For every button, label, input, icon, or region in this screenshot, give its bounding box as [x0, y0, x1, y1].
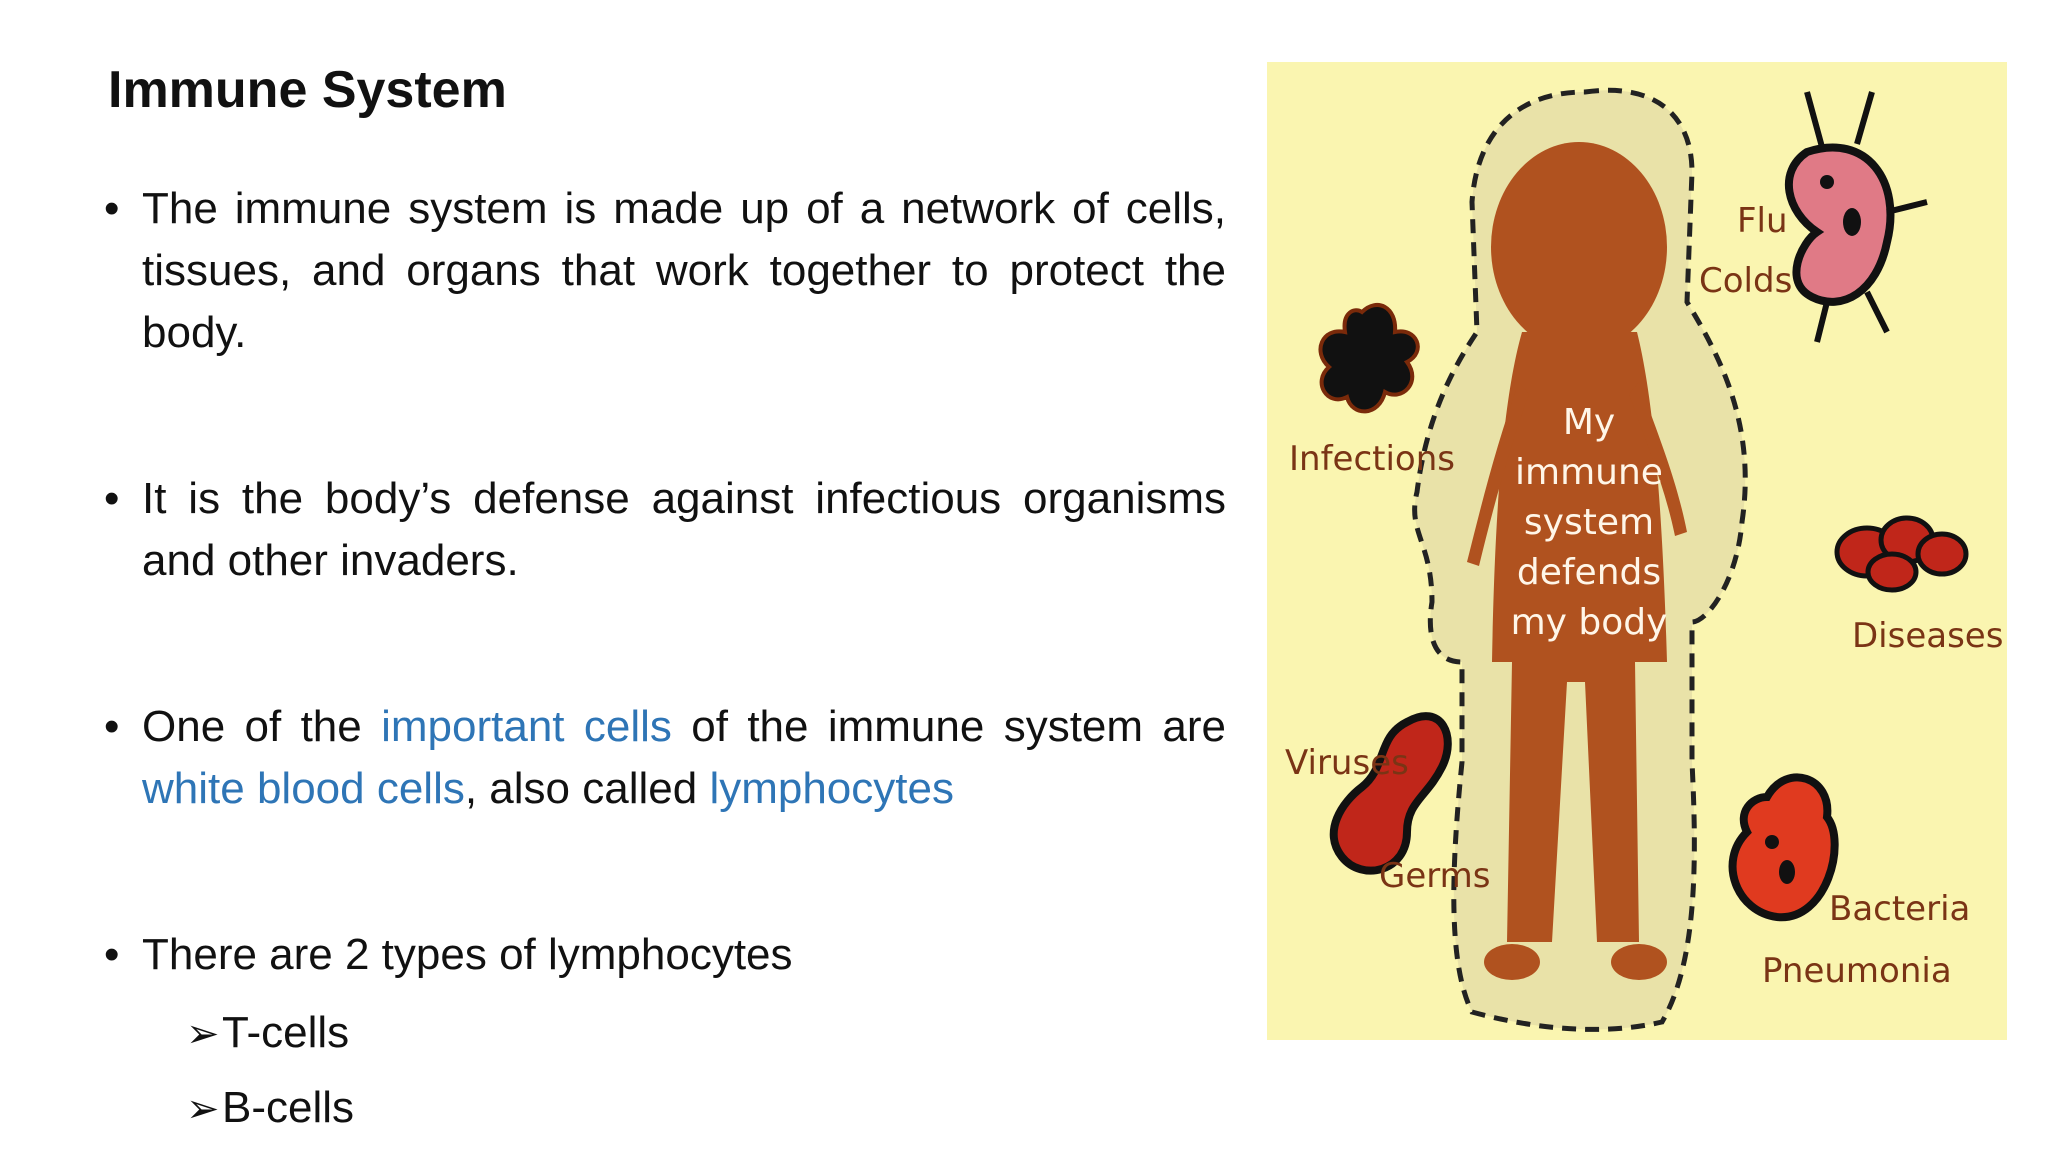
- highlight-important-cells: important cells: [381, 702, 672, 751]
- label-viruses: Viruses: [1285, 743, 1409, 783]
- label-colds: Colds: [1699, 261, 1792, 301]
- bullet-dot: •: [104, 184, 120, 233]
- illustration-svg: My immune system defends my body Flu Col…: [1267, 62, 2007, 1040]
- right-foot: [1611, 944, 1667, 980]
- sub-item-t-cells: ➢T-cells: [186, 996, 1226, 1071]
- highlight-lymphocytes: lymphocytes: [709, 764, 954, 813]
- bacteria-eye: [1765, 835, 1779, 849]
- body-text-line: my body: [1511, 602, 1668, 643]
- label-germs: Germs: [1379, 856, 1490, 896]
- bullet-text: It is the body’s defense against infecti…: [142, 474, 1226, 585]
- left-arm: [1467, 382, 1529, 566]
- head: [1491, 142, 1667, 352]
- body-text-line: My: [1563, 402, 1615, 443]
- body-text-line: immune: [1515, 452, 1663, 493]
- left-foot: [1484, 944, 1540, 980]
- bullet-text: The immune system is made up of a networ…: [142, 184, 1226, 357]
- label-bacteria: Bacteria: [1829, 889, 1970, 929]
- virus-germ-icon: [1329, 712, 1452, 875]
- bullet-text-part: of the immune system are: [671, 702, 1226, 751]
- bullet-item: • There are 2 types of lymphocytes ➢T-ce…: [100, 924, 1226, 1146]
- sub-item-label: B-cells: [222, 1083, 355, 1132]
- immune-system-illustration: My immune system defends my body Flu Col…: [1267, 62, 2007, 1040]
- label-pneumonia: Pneumonia: [1762, 951, 1952, 991]
- arrow-bullet-icon: ➢: [186, 1087, 220, 1131]
- bullet-item: • It is the body’s defense against infec…: [100, 468, 1226, 592]
- body-text-line: defends: [1517, 552, 1661, 593]
- bullet-item: • One of the important cells of the immu…: [100, 696, 1226, 820]
- sub-item-label: T-cells: [222, 1008, 350, 1057]
- bullet-list: • The immune system is made up of a netw…: [100, 178, 1226, 1146]
- right-arm: [1629, 382, 1687, 536]
- bacteria-icon: [1728, 773, 1839, 922]
- infection-splat-icon: [1318, 302, 1420, 414]
- bullet-text-part: , also called: [464, 764, 710, 813]
- bullet-item: • The immune system is made up of a netw…: [100, 178, 1226, 364]
- bacteria-mouth: [1779, 860, 1795, 884]
- label-infections: Infections: [1289, 439, 1455, 479]
- body-figure: [1467, 142, 1687, 980]
- highlight-white-blood-cells: white blood cells: [142, 764, 465, 813]
- bullet-text: There are 2 types of lymphocytes: [142, 930, 793, 979]
- flu-germ-icon: [1785, 91, 1928, 343]
- bullet-text-part: One of the: [142, 702, 382, 751]
- label-flu: Flu: [1737, 201, 1788, 241]
- body-text-line: system: [1524, 502, 1654, 543]
- label-diseases: Diseases: [1852, 616, 2003, 656]
- torso-legs: [1492, 332, 1667, 942]
- sub-list: ➢T-cells ➢B-cells: [142, 996, 1226, 1146]
- bullet-dot: •: [104, 702, 120, 751]
- bullet-dot: •: [104, 930, 120, 979]
- sub-item-b-cells: ➢B-cells: [186, 1071, 1226, 1146]
- bullet-dot: •: [104, 474, 120, 523]
- disease-cluster-icon: [1834, 515, 1969, 593]
- slide-title: Immune System: [108, 61, 507, 119]
- arrow-bullet-icon: ➢: [186, 1012, 220, 1056]
